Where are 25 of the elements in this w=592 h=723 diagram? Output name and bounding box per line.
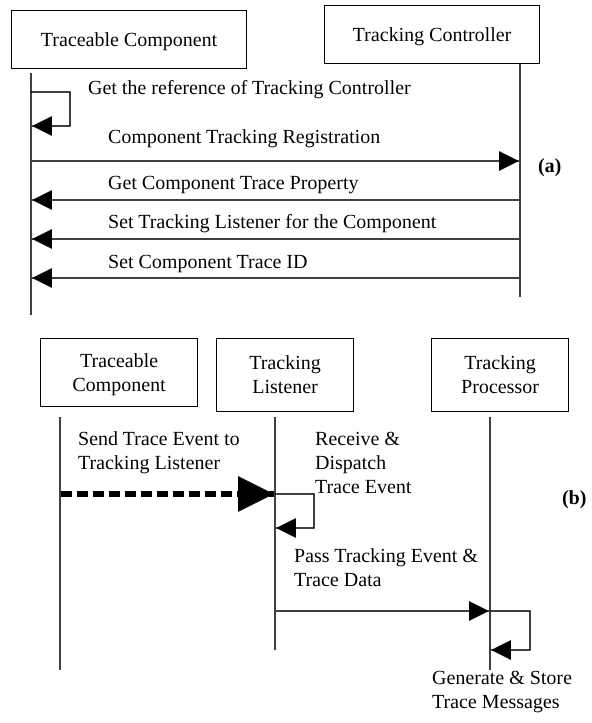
panel-label: (b) — [562, 486, 586, 510]
message-label: Set Component Trace ID — [108, 250, 308, 274]
message-label: Send Trace Event to Tracking Listener — [78, 427, 241, 475]
message-label: Generate & Store Trace Messages — [432, 666, 573, 714]
participant-box: Traceable Component — [40, 338, 198, 407]
panel-label: (a) — [538, 154, 562, 178]
message-arrow — [275, 493, 315, 538]
participant-box: Tracking Processor — [431, 338, 569, 412]
participant-box: Tracking Listener — [216, 338, 354, 412]
message-label: Set Tracking Listener for the Component — [108, 210, 438, 234]
message-arrow — [61, 476, 274, 512]
message-label: Get the reference of Tracking Controller — [88, 76, 412, 100]
message-arrow — [490, 610, 531, 660]
message-arrow — [32, 268, 519, 288]
participant-box: Tracking Controller — [324, 5, 540, 64]
participant-box: Traceable Component — [11, 10, 247, 69]
message-label: Receive & Dispatch Trace Event — [315, 427, 412, 499]
message-label: Pass Tracking Event & Trace Data — [294, 544, 479, 592]
message-arrow — [31, 91, 71, 136]
message-label: Component Tracking Registration — [108, 125, 382, 149]
message-arrow — [32, 190, 519, 210]
message-arrow — [276, 601, 489, 621]
message-arrow — [32, 151, 519, 171]
message-label: Get Component Trace Property — [108, 171, 360, 195]
message-arrow — [32, 229, 519, 249]
